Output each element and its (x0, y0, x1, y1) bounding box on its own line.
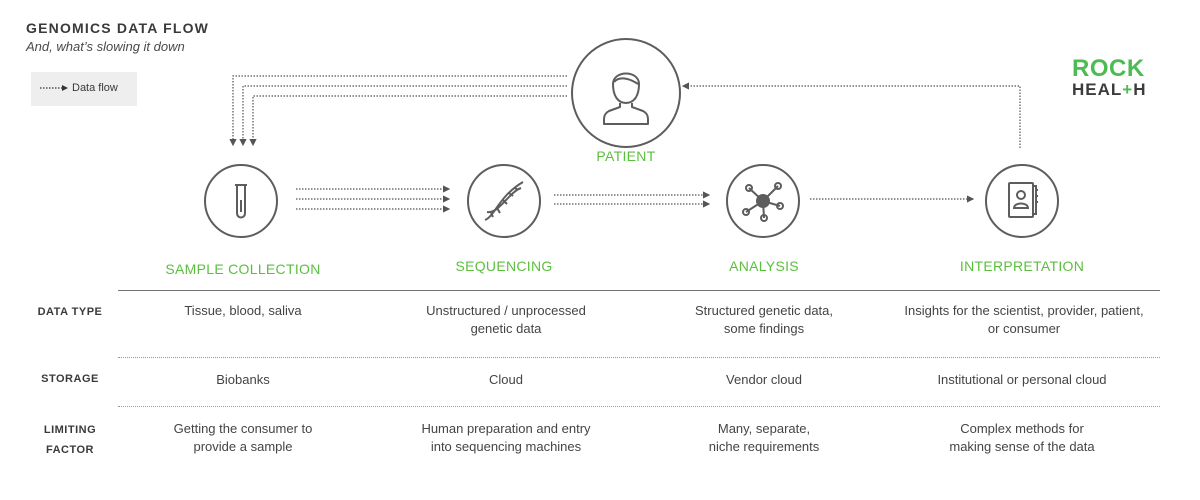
patient-to-sample-arrow (239, 85, 567, 147)
table-cell: Insights for the scientist, provider, pa… (904, 303, 1144, 336)
person-icon (603, 72, 649, 125)
table-top-rule (118, 290, 1160, 291)
row-label-data-type: DATA TYPE (37, 306, 103, 318)
network-icon (742, 182, 784, 222)
table-cell: Biobanks (216, 372, 270, 387)
diagram-title: GENOMICS DATA FLOW (26, 20, 210, 36)
table-cell: Many, separate,niche requirements (708, 421, 820, 454)
table-cell: Institutional or personal cloud (937, 372, 1107, 387)
report-icon (1008, 182, 1038, 218)
data-flow-arrows (229, 75, 1021, 213)
logo-line-1: ROCK (1072, 55, 1145, 82)
table-cell: Cloud (489, 372, 523, 387)
logo-line-2: HEAL+H (1072, 80, 1147, 99)
stage-label-sequencing: SEQUENCING (455, 258, 553, 274)
stage-label-analysis: ANALYSIS (729, 258, 799, 274)
patient-to-sample-arrow (249, 95, 567, 147)
stage-label-interpretation: INTERPRETATION (959, 258, 1085, 274)
patient-node (571, 38, 681, 148)
stage-label-sample-collection: SAMPLE COLLECTION (165, 261, 321, 277)
row-label-storage: STORAGE (41, 373, 99, 385)
sample-collection-node (204, 164, 278, 238)
dotted-arrow-icon (40, 85, 68, 91)
row-label-limiting-factor: LIMITING FACTOR (43, 424, 97, 456)
interpretation-to-patient-arrow (681, 82, 1021, 148)
analysis-node (726, 164, 800, 238)
dna-icon (484, 181, 524, 221)
table-cell: Tissue, blood, saliva (184, 303, 302, 318)
diagram-subtitle: And, what’s slowing it down (26, 39, 185, 54)
legend-label: Data flow (72, 82, 118, 94)
legend: Data flow (31, 72, 137, 106)
table-cell: Vendor cloud (726, 372, 802, 387)
interpretation-node (985, 164, 1059, 238)
row-divider (118, 406, 1160, 407)
row-divider (118, 357, 1160, 358)
test-tube-icon (235, 184, 247, 219)
sequencing-node (467, 164, 541, 238)
table-cell: Structured genetic data,some findings (694, 303, 834, 336)
patient-to-sample-arrow (229, 75, 567, 147)
patient-label: PATIENT (596, 148, 656, 164)
rock-health-logo: ROCK HEAL+H (1072, 55, 1147, 99)
